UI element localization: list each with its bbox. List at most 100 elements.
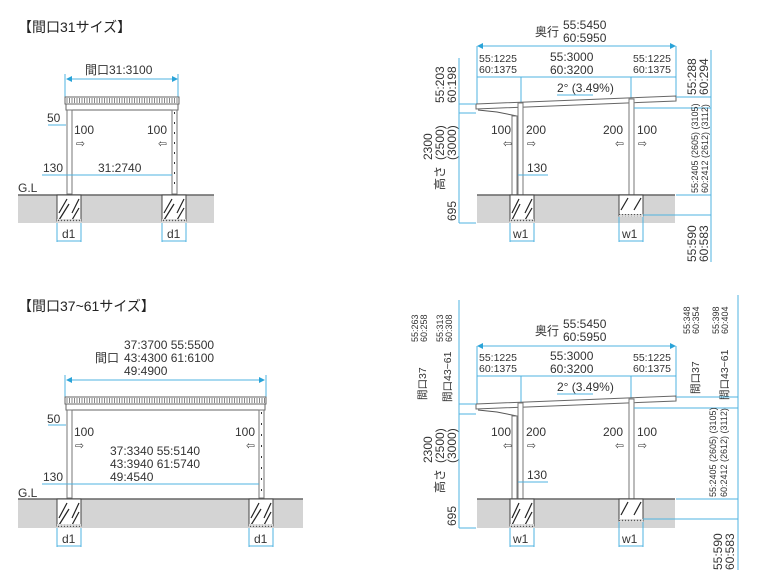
roof-side [475, 395, 677, 410]
section1-front-view: 間口31:3100 50 100 100 ⇨ ⇦ 130 31:2740 G.L [18, 63, 214, 242]
post-offset-label: 130 [527, 468, 547, 482]
front-width-label: 間口31:3100 [85, 63, 153, 77]
arrow-right-icon: ⇨ [527, 440, 536, 452]
left-a-label: 間口37 [417, 367, 429, 400]
found-left-label: d1 [62, 227, 76, 241]
post-right [258, 409, 265, 499]
height-alt2: (3000) [445, 125, 459, 160]
found-rear-label: w1 [512, 227, 529, 241]
seg3-60: 60:1375 [633, 363, 671, 375]
depth-prefix: 奥行 [535, 25, 559, 39]
right-embed-55: 55:590 [685, 225, 699, 262]
right-height-60: 60:2412 (2612) (3112) [700, 104, 710, 193]
right-b-55: 55:398 [711, 306, 721, 334]
left-a-60: 60:258 [419, 314, 429, 342]
seg2-55: 55:3000 [550, 349, 594, 363]
left-drop-60: 60:198 [445, 66, 459, 103]
foundation-front [618, 498, 644, 522]
right-a-60: 60:354 [691, 306, 701, 334]
depth-55: 55:5450 [563, 18, 607, 32]
right-embed-60: 60:583 [723, 533, 737, 570]
post2-left-label: 200 [603, 425, 623, 439]
section2-title: 【間口37~61サイズ】 [18, 298, 155, 314]
seg3-60: 60:1375 [633, 64, 671, 76]
post-rear [517, 402, 524, 500]
arrow-left-icon: ⇦ [246, 440, 255, 452]
seg1-55: 55:1225 [479, 53, 517, 65]
left-b-55: 55:313 [435, 314, 445, 342]
post2-right-label: 100 [637, 123, 657, 137]
post-left [66, 409, 73, 499]
seg1-55: 55:1225 [479, 352, 517, 364]
embed-label: 695 [445, 506, 459, 526]
foundation-left [56, 498, 82, 527]
arrow-right-icon: ⇨ [75, 440, 84, 452]
slope-label: 2° (3.49%) [557, 380, 614, 394]
section2-side-view: 奥行 55:5450 60:5950 55:1225 60:1375 55:30… [410, 295, 739, 570]
rear-bracket [477, 109, 518, 117]
found-right-label: d1 [254, 532, 268, 546]
height-alt2: (3000) [445, 428, 459, 463]
depth-prefix: 奥行 [535, 324, 559, 338]
left-b-label: 間口43~61 [442, 351, 454, 402]
roof-panel [64, 96, 180, 111]
foundation-right [161, 194, 187, 222]
arrow-left-icon: ⇦ [158, 138, 167, 150]
rear-bracket [477, 409, 518, 417]
found-front-label: w1 [621, 227, 638, 241]
ground [477, 499, 675, 528]
eave-offset-label: 50 [47, 111, 61, 125]
depth-60: 60:5950 [563, 330, 607, 344]
left-drop-55: 55:203 [433, 66, 447, 103]
foundation-left [56, 194, 82, 222]
height-main: 2300 [421, 133, 435, 160]
found-left-label: d1 [62, 532, 76, 546]
left-b-60: 60:308 [444, 314, 454, 342]
inner-span-label: 31:2740 [98, 161, 142, 175]
found-front-label: w1 [621, 532, 638, 546]
height-main: 2300 [421, 436, 435, 463]
depth-60: 60:5950 [563, 31, 607, 45]
post-offset-label: 130 [527, 161, 547, 175]
found-rear-label: w1 [512, 532, 529, 546]
front-width-row1: 37:3700 55:5500 [124, 338, 214, 352]
seg2-55: 55:3000 [550, 50, 594, 64]
post-rear-beam [511, 415, 518, 500]
post-offset-label: 130 [43, 161, 63, 175]
inner-row2: 43:3940 61:5740 [110, 457, 200, 471]
arrow-right-icon: ⇨ [638, 138, 647, 150]
seg2-60: 60:3200 [550, 63, 594, 77]
foundation-rear [509, 498, 535, 527]
right-a-label: 間口37 [690, 361, 702, 394]
right-height-55: 55:2405 (2605) (3105) [708, 407, 718, 497]
seg3-55: 55:1225 [633, 53, 671, 65]
foundation-rear [509, 194, 535, 222]
clear-right-label: 100 [147, 123, 167, 137]
post1-right-label: 200 [526, 425, 546, 439]
front-width-prefix: 間口 [95, 351, 119, 365]
seg2-60: 60:3200 [550, 362, 594, 376]
right-b-60: 60:404 [720, 306, 730, 334]
post1-left-label: 100 [491, 425, 511, 439]
arrow-left-icon: ⇦ [615, 138, 624, 150]
front-width-row3: 49:4900 [124, 364, 168, 378]
seg3-55: 55:1225 [633, 352, 671, 364]
roof-side [475, 95, 677, 110]
height-prefix: 高さ [432, 469, 447, 493]
foundation-front [618, 194, 644, 217]
right-drop-55: 55:288 [685, 58, 699, 95]
arrow-right-icon: ⇨ [527, 138, 536, 150]
seg1-60: 60:1375 [479, 64, 517, 76]
right-height-55: 55:2405 (2605) (3105) [690, 103, 700, 193]
arrow-left-icon: ⇦ [503, 138, 512, 150]
post2-left-label: 200 [603, 123, 623, 137]
post-left [66, 109, 73, 195]
post-offset-label: 130 [43, 470, 63, 484]
clear-left-label: 100 [74, 425, 94, 439]
depth-55: 55:5450 [563, 317, 607, 331]
arrow-right-icon: ⇨ [638, 440, 647, 452]
post-rear [517, 102, 524, 196]
seg1-60: 60:1375 [479, 363, 517, 375]
